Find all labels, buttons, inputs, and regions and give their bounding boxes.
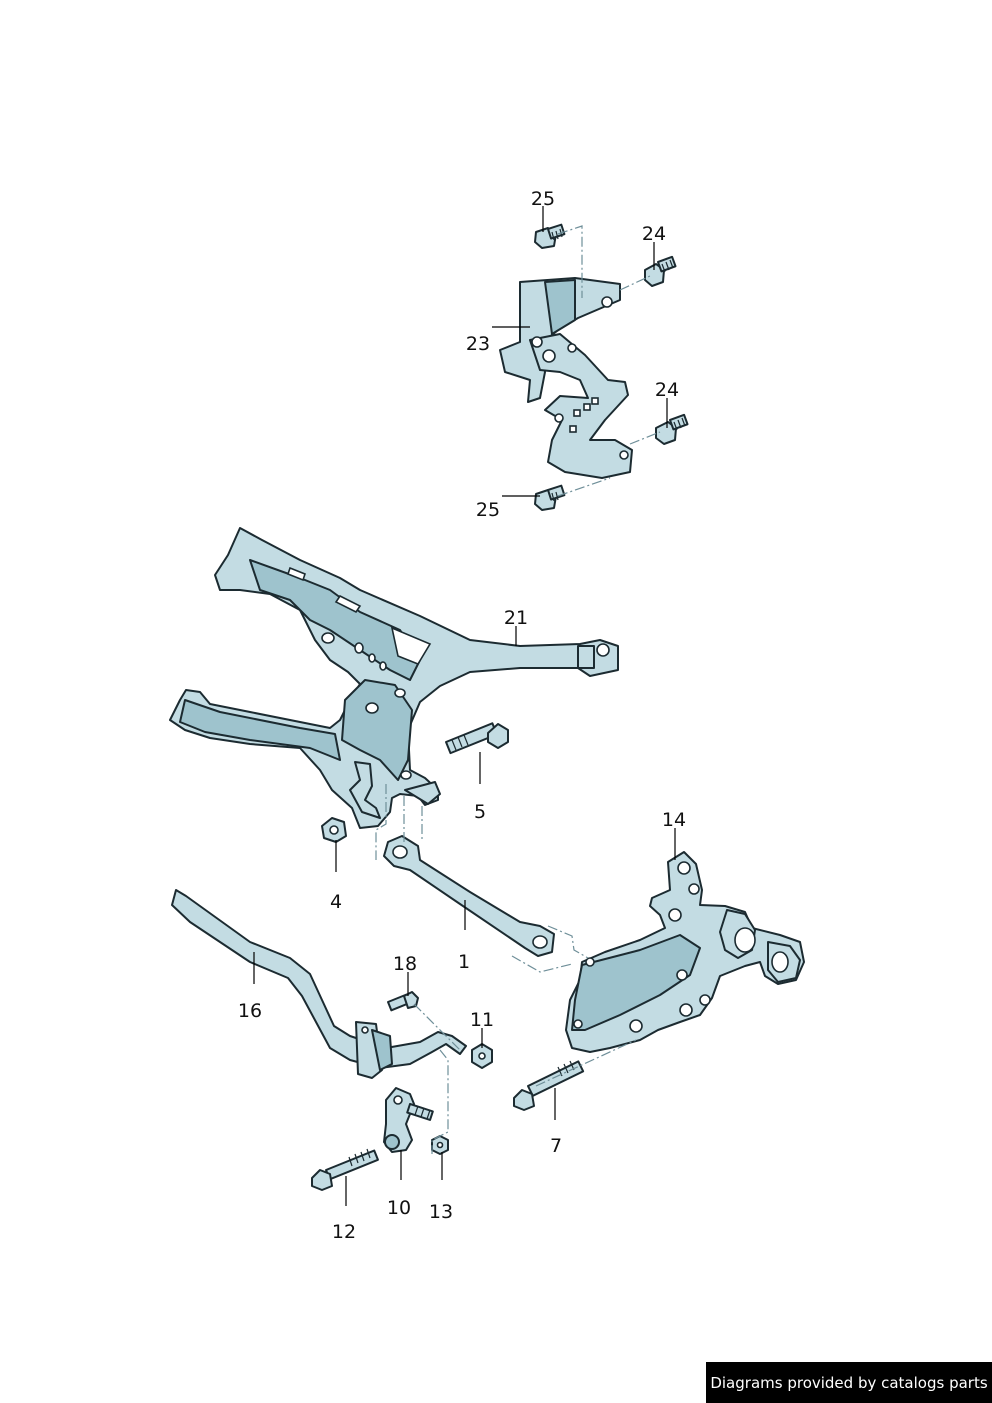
part-4-nut[interactable] — [321, 817, 347, 843]
part-24-bolt-top[interactable] — [644, 255, 677, 287]
footer-banner: Diagrams provided by catalogs parts — [706, 1362, 992, 1403]
part-1-link[interactable] — [383, 835, 555, 957]
callout-23: 23 — [466, 333, 490, 355]
part-12-bolt[interactable] — [311, 1148, 379, 1191]
callout-7: 7 — [550, 1135, 562, 1157]
callout-14: 14 — [662, 809, 686, 831]
part-25-bolt-bottom[interactable] — [534, 484, 566, 511]
callout-25-top: 25 — [531, 188, 555, 210]
part-14-wheel-carrier[interactable] — [565, 851, 805, 1053]
part-16-stabilizer-bar[interactable] — [171, 889, 467, 1079]
callout-16: 16 — [238, 1000, 262, 1022]
callout-4: 4 — [330, 891, 342, 913]
callout-1: 1 — [458, 951, 470, 973]
part-23-bracket[interactable] — [499, 277, 633, 479]
part-24-bolt-lower[interactable] — [655, 413, 689, 445]
callout-13: 13 — [429, 1201, 453, 1223]
part-18-bolt[interactable] — [387, 991, 419, 1012]
callout-21: 21 — [504, 607, 528, 629]
leader-lines — [253, 206, 676, 1206]
callout-24-lower: 24 — [655, 379, 679, 401]
callout-25-bottom: 25 — [476, 499, 500, 521]
part-21-subframe[interactable] — [169, 527, 619, 829]
callout-24-top: 24 — [642, 223, 666, 245]
callout-18: 18 — [393, 953, 417, 975]
part-5-bolt[interactable] — [445, 722, 509, 755]
callout-12: 12 — [332, 1221, 356, 1243]
footer-text: Diagrams provided by catalogs parts — [710, 1373, 988, 1392]
part-7-bolt[interactable] — [513, 1060, 585, 1111]
part-25-bolt-top[interactable] — [534, 223, 566, 249]
callout-5: 5 — [474, 801, 486, 823]
part-10-coupling-rod[interactable] — [383, 1087, 434, 1153]
callout-11: 11 — [470, 1009, 494, 1031]
part-11-nut[interactable] — [471, 1043, 493, 1069]
callout-10: 10 — [387, 1197, 411, 1219]
